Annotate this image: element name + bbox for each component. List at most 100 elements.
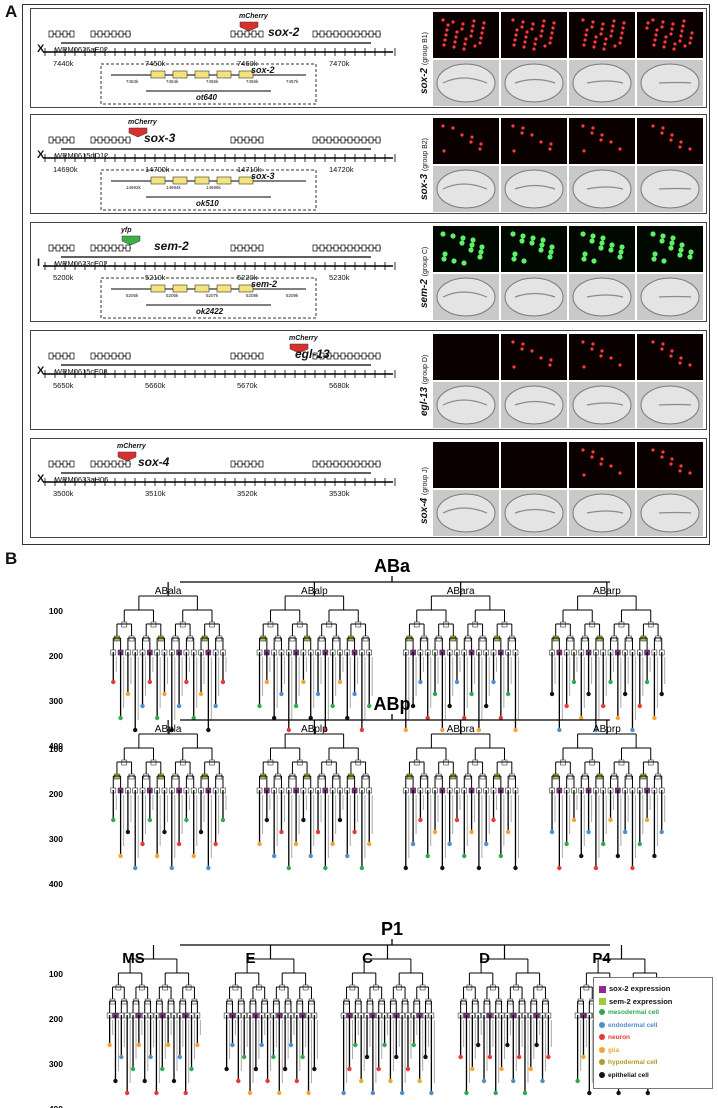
terminal-cell xyxy=(382,1042,387,1048)
tree-title: ABa xyxy=(374,556,411,576)
sublineage-label: ABalp xyxy=(301,586,328,597)
terminal-cell xyxy=(347,1066,352,1072)
terminal-cell xyxy=(147,679,153,685)
terminal-cell xyxy=(447,841,452,847)
fluorescence-micrograph xyxy=(501,334,567,380)
terminal-cell xyxy=(315,691,321,697)
terminal-cell xyxy=(399,1090,405,1096)
terminal-cell xyxy=(293,703,299,709)
y-tick: 400 xyxy=(49,741,63,751)
clone-label: WRM0623cE02 xyxy=(55,259,108,268)
terminal-cell xyxy=(652,853,657,859)
terminal-cell xyxy=(522,1090,528,1096)
terminal-cell xyxy=(432,829,438,835)
terminal-cell xyxy=(484,703,489,709)
terminal-cell xyxy=(125,829,131,835)
reporter-tag-label: mCherry xyxy=(128,119,157,126)
panel-a-letter: A xyxy=(5,2,18,21)
terminal-cell xyxy=(264,679,270,685)
coordinate-tick: 14710k xyxy=(237,165,262,174)
terminal-cell xyxy=(475,1042,481,1048)
mini-tick: 5209k xyxy=(286,293,299,298)
legend-label: sox-2 expression xyxy=(609,984,671,993)
dic-micrograph xyxy=(501,274,567,320)
coordinate-tick: 14700k xyxy=(145,165,170,174)
fluorescence-micrograph xyxy=(433,118,499,164)
terminal-cell xyxy=(124,1090,130,1096)
terminal-cell xyxy=(593,727,599,733)
reporter-tag-label: mCherry xyxy=(289,335,318,342)
terminal-cell xyxy=(169,727,174,733)
clone-label: WRM0626aE02 xyxy=(55,45,108,54)
terminal-cell xyxy=(300,1054,305,1060)
terminal-cell xyxy=(564,841,569,847)
terminal-cell xyxy=(403,727,408,733)
terminal-cell xyxy=(579,715,584,721)
mini-tick: 5206k xyxy=(166,293,179,298)
terminal-cell xyxy=(511,1078,516,1084)
terminal-cell xyxy=(405,1066,411,1072)
terminal-cell xyxy=(481,1078,487,1084)
terminal-cell xyxy=(358,1078,364,1084)
dic-micrograph xyxy=(433,274,499,320)
terminal-cell xyxy=(119,1054,124,1060)
terminal-cell xyxy=(464,1090,469,1096)
terminal-cell xyxy=(293,841,299,847)
terminal-cell xyxy=(652,715,657,721)
terminal-cell xyxy=(206,727,211,733)
clone-label: WRM0615dD12 xyxy=(55,151,109,160)
inset-gene-label: sox-2 xyxy=(251,65,275,75)
terminal-cell xyxy=(184,679,189,685)
terminal-cell xyxy=(183,1090,188,1096)
genome-map xyxy=(43,127,396,211)
terminal-cell xyxy=(549,691,555,697)
panel-b-letter: B xyxy=(5,549,18,568)
dic-micrograph xyxy=(569,166,635,212)
legend-label: mesodermal cell xyxy=(608,1009,659,1016)
terminal-cell xyxy=(388,1078,393,1084)
terminal-cell xyxy=(198,829,204,835)
terminal-cell xyxy=(364,1054,370,1060)
coordinate-tick: 5220k xyxy=(237,273,258,282)
legend-swatch xyxy=(599,1009,605,1016)
terminal-cell xyxy=(184,817,189,823)
terminal-cell xyxy=(432,691,438,697)
terminal-cell xyxy=(279,691,284,697)
clone-label: WRM0615cE08 xyxy=(55,367,108,376)
terminal-cell xyxy=(140,703,145,709)
genome-map xyxy=(43,21,396,105)
terminal-cell xyxy=(644,679,650,685)
terminal-cell xyxy=(557,865,562,871)
inset-gene-label: sox-3 xyxy=(251,171,275,181)
genome-map xyxy=(43,343,396,378)
fluorescence-micrograph xyxy=(569,442,635,488)
terminal-cell xyxy=(308,715,313,721)
terminal-cell xyxy=(586,829,591,835)
legend-swatch xyxy=(599,1046,605,1053)
terminal-cell xyxy=(575,1078,580,1084)
mini-tick: 14696k xyxy=(206,185,221,190)
tree-title: ABp xyxy=(374,694,411,714)
terminal-cell xyxy=(458,1054,463,1060)
terminal-cell xyxy=(367,841,372,847)
terminal-cell xyxy=(462,715,467,721)
y-tick: 100 xyxy=(49,969,63,979)
terminal-cell xyxy=(476,727,482,733)
sublineage-label: ABplp xyxy=(301,724,328,735)
terminal-cell xyxy=(162,691,167,697)
coordinate-tick: 3530k xyxy=(329,489,350,498)
terminal-cell xyxy=(130,1066,136,1072)
terminal-cell xyxy=(645,1090,651,1096)
terminal-cell xyxy=(286,727,291,733)
terminal-cell xyxy=(659,829,664,835)
legend-item: glia xyxy=(599,1047,619,1054)
mini-tick: 7457k xyxy=(286,79,299,84)
legend-swatch xyxy=(599,1059,605,1066)
terminal-cell xyxy=(133,865,138,871)
dic-micrograph xyxy=(501,382,567,428)
terminal-cell xyxy=(288,1042,294,1048)
